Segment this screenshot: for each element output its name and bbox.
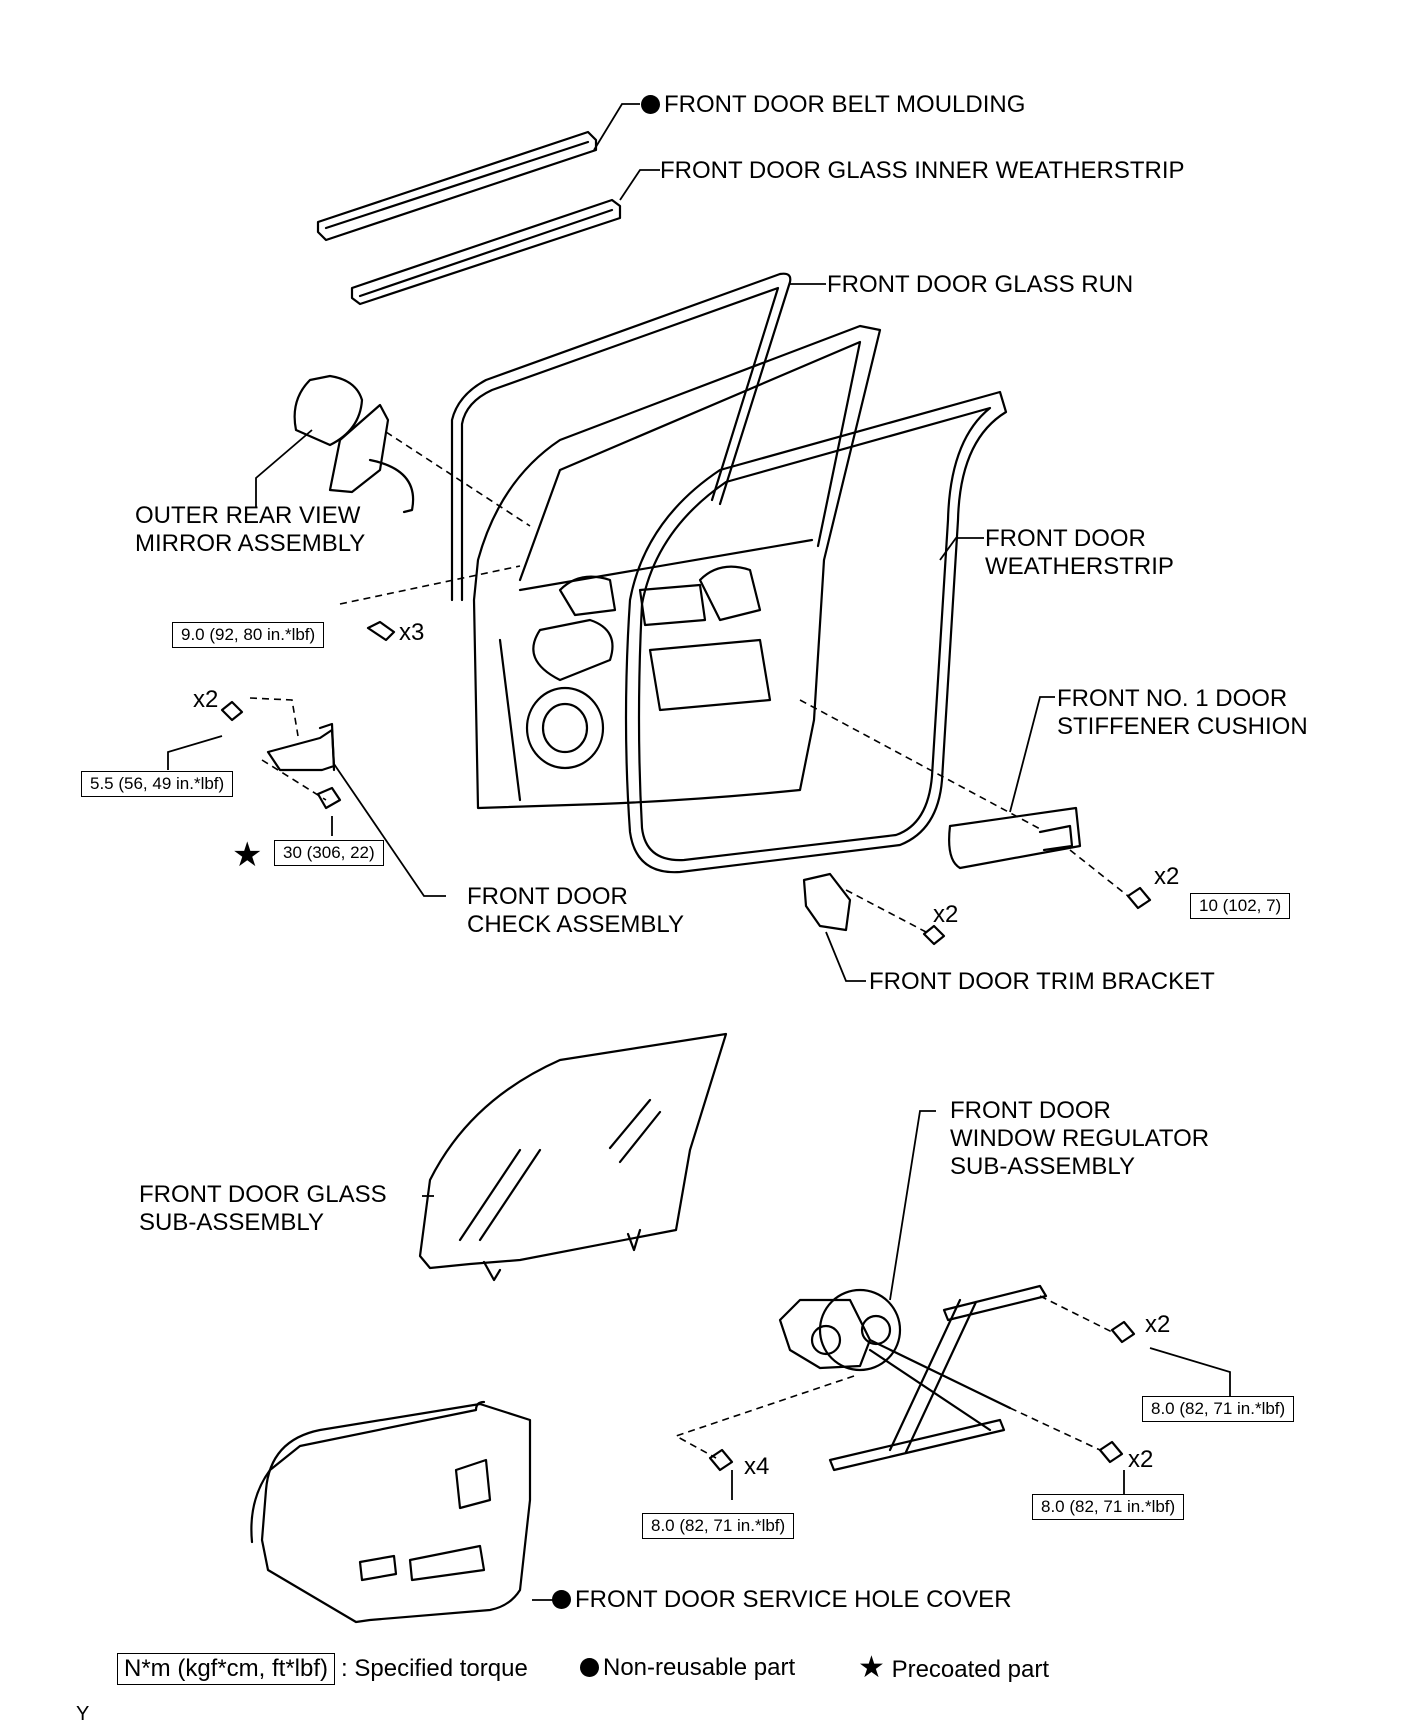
qty-regulator-upper: x2 bbox=[1145, 1311, 1171, 1338]
window-regulator-part bbox=[778, 1284, 1048, 1472]
qty-check-body: x2 bbox=[193, 686, 219, 713]
torque-regulator-lower: 8.0 (82, 71 in.*lbf) bbox=[1032, 1494, 1185, 1520]
check-label-line2: CHECK ASSEMBLY bbox=[467, 911, 684, 938]
glass-run-label: FRONT DOOR GLASS RUN bbox=[827, 271, 1134, 298]
belt-moulding-part bbox=[316, 130, 598, 242]
door-panel-part bbox=[472, 324, 882, 810]
service-hole-cover-part bbox=[250, 1400, 532, 1624]
trim-bracket-label: FRONT DOOR TRIM BRACKET bbox=[869, 968, 1215, 995]
belt-moulding-label: FRONT DOOR BELT MOULDING bbox=[641, 90, 1025, 119]
door-check-part bbox=[266, 722, 336, 772]
torque-mirror: 9.0 (92, 80 in.*lbf) bbox=[172, 622, 325, 648]
star-icon: ★ bbox=[858, 1651, 885, 1684]
inner-weatherstrip-label: FRONT DOOR GLASS INNER WEATHERSTRIP bbox=[660, 157, 1185, 184]
regulator-label-line3: SUB-ASSEMBLY bbox=[950, 1153, 1135, 1180]
door-weatherstrip-part bbox=[624, 390, 1008, 874]
qty-regulator-lower: x2 bbox=[1128, 1446, 1154, 1473]
stiffener-label-line2: STIFFENER CUSHION bbox=[1057, 713, 1308, 740]
filled-circle-icon bbox=[580, 1658, 599, 1677]
weatherstrip-label-line1: FRONT DOOR bbox=[985, 525, 1146, 552]
weatherstrip-label-line2: WEATHERSTRIP bbox=[985, 553, 1174, 580]
legend-nonreusable: Non-reusable part bbox=[580, 1653, 795, 1683]
legend-precoated: ★ Precoated part bbox=[858, 1651, 1050, 1684]
mirror-label-line2: MIRROR ASSEMBLY bbox=[135, 530, 366, 557]
door-glass-part bbox=[418, 1032, 728, 1282]
glass-label-line2: SUB-ASSEMBLY bbox=[139, 1209, 324, 1236]
outer-mirror-part bbox=[293, 374, 415, 514]
torque-check-body: 5.5 (56, 49 in.*lbf) bbox=[81, 771, 234, 797]
stiffener-cushion-part bbox=[948, 806, 1082, 870]
trim-bracket-part bbox=[802, 872, 852, 932]
qty-regulator-motor: x4 bbox=[744, 1453, 770, 1480]
bolt-icons bbox=[220, 620, 1152, 1472]
service-cover-label: FRONT DOOR SERVICE HOLE COVER bbox=[552, 1585, 1012, 1614]
inner-weatherstrip-part bbox=[350, 198, 622, 306]
mirror-label-line1: OUTER REAR VIEW bbox=[135, 502, 361, 529]
torque-regulator-motor: 8.0 (82, 71 in.*lbf) bbox=[642, 1513, 795, 1539]
legend-torque-text: : Specified torque bbox=[341, 1655, 528, 1682]
non-reusable-icon bbox=[552, 1590, 571, 1609]
non-reusable-icon bbox=[641, 95, 660, 114]
qty-mirror: x3 bbox=[399, 619, 425, 646]
qty-trim-bracket: x2 bbox=[933, 901, 959, 928]
precoated-star-icon: ★ bbox=[232, 836, 263, 874]
regulator-label-line2: WINDOW REGULATOR bbox=[950, 1125, 1210, 1152]
glass-label-line1: FRONT DOOR GLASS bbox=[139, 1181, 387, 1208]
torque-regulator-upper: 8.0 (82, 71 in.*lbf) bbox=[1142, 1396, 1295, 1422]
legend-torque: N*m (kgf*cm, ft*lbf): Specified torque bbox=[117, 1653, 528, 1685]
figure-code: Y bbox=[76, 1703, 90, 1725]
regulator-label-line1: FRONT DOOR bbox=[950, 1097, 1111, 1124]
check-label-line1: FRONT DOOR bbox=[467, 883, 628, 910]
glass-run-part bbox=[450, 272, 792, 602]
stiffener-label-line1: FRONT NO. 1 DOOR bbox=[1057, 685, 1288, 712]
torque-stiffener: 10 (102, 7) bbox=[1190, 893, 1291, 919]
qty-stiffener: x2 bbox=[1154, 863, 1180, 890]
torque-check-door: 30 (306, 22) bbox=[274, 840, 384, 866]
legend-torque-box: N*m (kgf*cm, ft*lbf) bbox=[117, 1653, 336, 1685]
